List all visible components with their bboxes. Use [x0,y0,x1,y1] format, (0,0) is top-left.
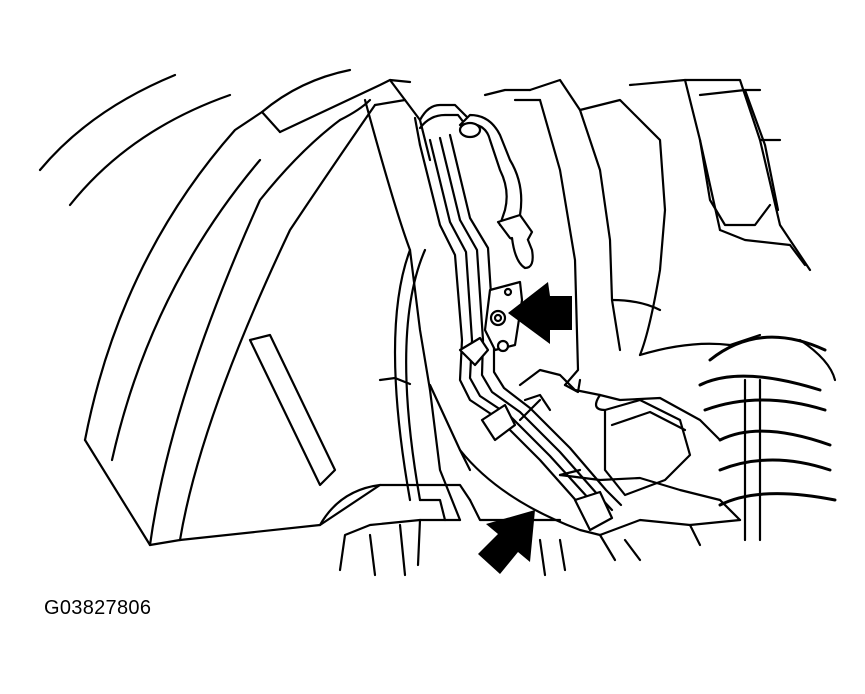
callout-arrows [478,282,572,574]
line-clamp [480,403,614,532]
figure-code: G03827806 [44,597,152,619]
line-bracket [458,280,524,367]
dust-boot [594,393,722,497]
hydraulic-lines [413,103,623,537]
arrow-left-icon [508,282,572,344]
fender-liner [38,68,412,547]
lower-line-clamp [480,403,517,442]
flex-hose [458,113,534,270]
inner-panel [363,78,462,522]
coil-spring [698,335,837,542]
arrow-up-right-icon [478,510,535,574]
body-structure [483,78,812,422]
